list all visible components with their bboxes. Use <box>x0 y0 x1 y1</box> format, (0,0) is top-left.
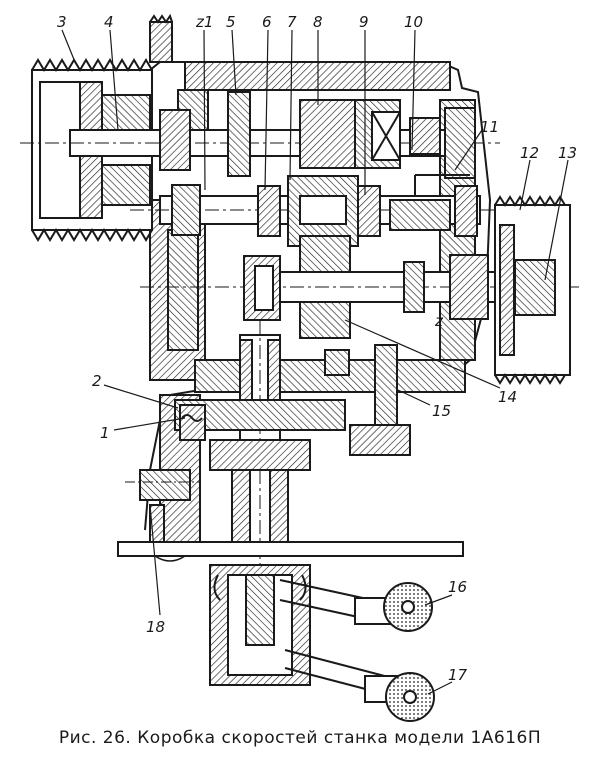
label-10: 10 <box>404 13 423 31</box>
label-13: 13 <box>558 144 577 162</box>
hatch-patch-b <box>167 229 199 351</box>
label-4: 4 <box>104 13 114 31</box>
label-1: 1 <box>100 424 110 442</box>
label-5: 5 <box>226 13 236 31</box>
label-15: 15 <box>432 402 451 420</box>
shaft-lower <box>140 235 580 339</box>
label-8: 8 <box>313 13 323 31</box>
right-pulley <box>494 195 571 385</box>
label-17: 17 <box>448 666 468 684</box>
label-9: 9 <box>359 13 369 31</box>
figure-caption: Рис. 26. Коробка скоростей станка модели… <box>58 728 542 748</box>
cover-plate <box>117 541 464 557</box>
label-11: 11 <box>480 118 499 136</box>
shaft-upper <box>20 91 500 179</box>
label-6: 6 <box>262 13 272 31</box>
label-18: 18 <box>146 618 165 636</box>
label-12: 12 <box>520 144 539 162</box>
vertical-shaft <box>174 320 411 650</box>
label-16: 16 <box>448 578 467 596</box>
label-14: 14 <box>498 388 517 406</box>
bottom-block <box>209 564 406 703</box>
label-z: z <box>434 312 444 330</box>
label-7: 7 <box>287 13 297 31</box>
label-z1: z1 <box>195 13 213 31</box>
shaft-middle <box>130 174 500 247</box>
label-3: 3 <box>57 13 67 31</box>
top-cog <box>149 21 173 63</box>
label-2: 2 <box>92 372 102 390</box>
